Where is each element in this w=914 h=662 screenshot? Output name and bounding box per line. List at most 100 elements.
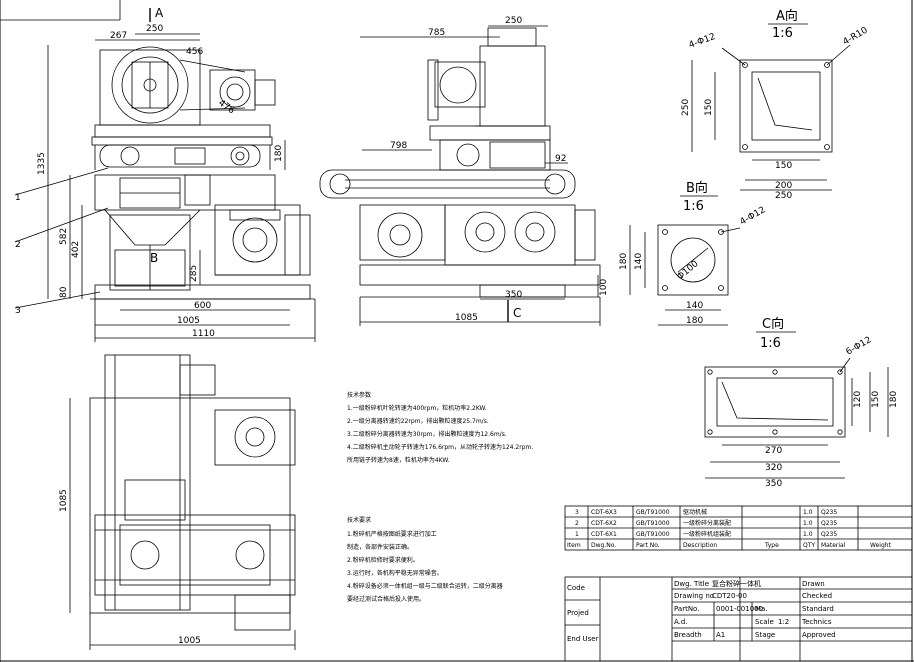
view-b-scale: 1:6 [683, 199, 704, 214]
tb-dwg-title-value: 复合粉碎一体机 [712, 579, 761, 588]
view-a: A向 1:6 4-Φ12 4-R10 250 150 150 200 250 [681, 8, 870, 201]
bom-cell: GB/T91000 [636, 520, 670, 527]
tb-end-user: End User [567, 635, 599, 643]
bom-cell: 一级粉碎机组装配 [683, 530, 731, 538]
tb-part-no-label: PartNo. [674, 605, 699, 613]
technical-params: 技术参数 1.一级粉碎机叶轮转速为400rpm，粒机功率2.2KW. 2.一级分… [347, 391, 533, 464]
view-b-title: B向 [686, 180, 708, 196]
dim-1085-side: 1085 [455, 313, 478, 323]
bom-cell: CDT-6X2 [591, 520, 617, 527]
bom-cell: 2 [575, 520, 579, 527]
dim-92: 92 [555, 154, 566, 164]
tb-code: Code [567, 584, 585, 592]
tb-breadth-label: Breadth [674, 631, 702, 639]
tb-scale-label: Scale [755, 618, 774, 626]
bom-header: Item [567, 542, 581, 549]
view-c-holes: 6-Φ12 [845, 335, 874, 357]
bom-cell: 3 [575, 509, 579, 516]
tb-ma-label: Ma. [755, 605, 768, 613]
front-view: A 267 250 456 476 [14, 6, 316, 342]
leader-2: 2 [15, 240, 21, 250]
bom-header: Part No. [636, 542, 660, 549]
view-a-dim-250-h: 250 [775, 191, 792, 201]
dim-180-front: 180 [274, 145, 284, 162]
view-c: C向 1:6 6-Φ12 120 150 180 270 320 350 [704, 316, 899, 489]
bom-cell: Q235 [821, 509, 837, 516]
view-c-title: C向 [762, 316, 784, 332]
view-a-dim-200: 200 [775, 181, 792, 191]
notes1-title: 技术参数 [347, 391, 371, 399]
notes2-line: 2.粉碎机检修时要求便利。 [347, 556, 419, 564]
notes2-line: 3.运行时，各机构平稳无异常噪音。 [347, 569, 443, 577]
section-label-b: B [150, 251, 158, 265]
bom-cell: GB/T91000 [636, 531, 670, 538]
bom-cell: 1.0 [803, 520, 813, 527]
bom-header: Material [821, 542, 846, 549]
bom-table [564, 505, 913, 551]
dim-1085-plan: 1085 [59, 489, 69, 512]
view-b-dim-140-h: 140 [686, 301, 703, 311]
view-c-dim-120: 120 [853, 391, 863, 408]
dim-785: 785 [428, 28, 445, 38]
view-b-holes: 4-Φ12 [739, 205, 768, 227]
bom-header: Description [683, 542, 717, 549]
bom-text: 3 CDT-6X3 GB/T91000 驱动机械 1.0 Q235 2 CDT-… [567, 508, 892, 549]
view-c-dim-350: 350 [765, 479, 782, 489]
plan-view: 1085 1005 [59, 354, 296, 650]
notes1-line: 4.二级粉碎机主动轮子转速为176.6rpm，从动轮子转速为124.2rpm. [347, 443, 533, 451]
dim-456: 456 [186, 47, 203, 57]
view-b-dim-180-h: 180 [686, 316, 703, 326]
view-a-dim-150-h: 150 [775, 161, 792, 171]
dim-80: 80 [59, 286, 69, 298]
tb-approved: Approved [802, 631, 836, 639]
tb-drawing-no-label: Drawing no [674, 592, 714, 600]
dim-1110: 1110 [192, 329, 215, 339]
bom-header: Type [764, 542, 779, 549]
tb-standard: Standard [802, 605, 834, 613]
dim-600: 600 [194, 301, 211, 311]
tb-ad-label: A.d. [674, 618, 688, 626]
side-view: 785 250 798 92 [319, 16, 609, 326]
view-a-scale: 1:6 [772, 26, 793, 41]
bom-cell: 1.0 [803, 531, 813, 538]
section-label-a: A [155, 6, 164, 20]
dim-798: 798 [390, 141, 407, 151]
dim-250-side: 250 [505, 16, 522, 26]
tb-drawn: Drawn [802, 580, 825, 588]
bom-cell: GB/T91000 [636, 509, 670, 516]
view-b-dia: Φ100 [676, 259, 701, 282]
bom-cell: CDT-6X1 [591, 531, 617, 538]
title-block-text: Code Projed End User Dwg. Title 复合粉碎一体机 … [567, 579, 836, 643]
notes1-line: 3.二级粉碎分离器转速为30rpm，排出颗粒速度为12.6m/s. [347, 430, 507, 438]
view-b: B向 1:6 Φ100 4-Φ12 180 140 140 180 [619, 180, 767, 326]
tb-scale-value: 1:2 [778, 618, 789, 626]
tb-dwg-title-label: Dwg. Title [674, 580, 709, 588]
bom-cell: 驱动机械 [683, 508, 707, 516]
notes2-line: 制造，各部件安装正确。 [347, 543, 413, 551]
view-c-dim-180: 180 [889, 391, 899, 408]
bom-cell: Q235 [821, 520, 837, 527]
tb-breadth-value: A1 [716, 631, 725, 639]
tb-technics: Technics [801, 618, 832, 626]
view-a-holes-right: 4-R10 [842, 25, 870, 47]
bom-cell: 1.0 [803, 509, 813, 516]
bom-cell: 一级粉碎分离装配 [683, 519, 731, 527]
bom-header: Dwg.No. [591, 542, 616, 549]
view-b-dim-180-v: 180 [619, 253, 629, 270]
tb-drawing-no-value: CDT20-00 [712, 592, 747, 600]
notes2-line: 要经过测试合格后投入使用。 [347, 595, 425, 603]
leader-3: 3 [15, 306, 21, 316]
view-b-dim-140-v: 140 [634, 253, 644, 270]
view-a-holes-left: 4-Φ12 [688, 32, 717, 51]
notes2-title: 技术要求 [347, 516, 371, 524]
view-c-dim-320: 320 [765, 463, 782, 473]
view-c-scale: 1:6 [760, 336, 781, 351]
bom-header: QTY [803, 542, 815, 549]
dim-582: 582 [59, 228, 69, 245]
notes2-line: 4.粉碎设备必须一体机组一级与二级联合运转，二级分离器 [347, 582, 503, 590]
tb-projed: Projed [567, 609, 589, 617]
notes1-line: 所用链子转速为8速，粒机功率为4KW. [347, 456, 450, 464]
bom-cell: CDT-6X3 [591, 509, 617, 516]
tb-part-no-value: 0001-001000 [716, 605, 763, 613]
